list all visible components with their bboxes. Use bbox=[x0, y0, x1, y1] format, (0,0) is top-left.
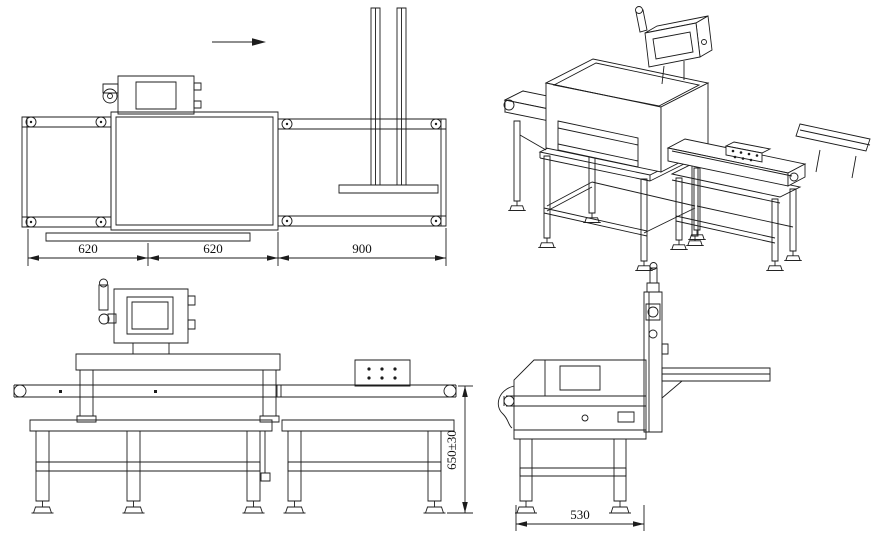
isometric-view bbox=[504, 7, 870, 271]
front-height-label: 650±30 bbox=[444, 430, 459, 470]
flow-direction-arrow-icon bbox=[212, 38, 266, 46]
plan-infeed-conveyor bbox=[22, 117, 111, 227]
side-mast bbox=[644, 263, 668, 433]
side-view: 530 bbox=[498, 263, 770, 532]
plan-control-head bbox=[103, 76, 201, 114]
front-conveyor-belt bbox=[14, 385, 456, 397]
iso-outfeed-conveyor bbox=[668, 139, 805, 186]
plan-view: 620 620 900 bbox=[22, 8, 446, 266]
side-out-tray bbox=[662, 368, 770, 398]
front-view: 650±30 bbox=[14, 279, 473, 514]
front-right-table bbox=[282, 420, 454, 514]
iso-right-table bbox=[669, 164, 803, 271]
iso-side-tray bbox=[796, 124, 870, 178]
plan-dim-right-label: 900 bbox=[352, 241, 372, 256]
plan-vertical-stand bbox=[339, 8, 438, 193]
front-left-table bbox=[30, 420, 272, 514]
plan-weigher-body bbox=[111, 112, 278, 230]
plan-outfeed-conveyor bbox=[278, 119, 446, 226]
side-width-dimension: 530 bbox=[516, 505, 644, 531]
front-height-dimension: 650±30 bbox=[444, 386, 473, 513]
iso-control-head bbox=[636, 7, 713, 85]
side-table bbox=[514, 430, 646, 514]
plan-base-bar bbox=[46, 233, 250, 241]
side-width-label: 530 bbox=[570, 507, 590, 522]
plan-dim-left-label: 620 bbox=[78, 241, 98, 256]
front-panel-box bbox=[355, 360, 410, 386]
plan-dimension-chain: 620 620 900 bbox=[28, 228, 446, 266]
front-detector-bridge bbox=[76, 354, 280, 422]
side-machine-body bbox=[498, 360, 646, 430]
plan-dim-middle-label: 620 bbox=[203, 241, 223, 256]
front-control-head bbox=[99, 279, 195, 354]
